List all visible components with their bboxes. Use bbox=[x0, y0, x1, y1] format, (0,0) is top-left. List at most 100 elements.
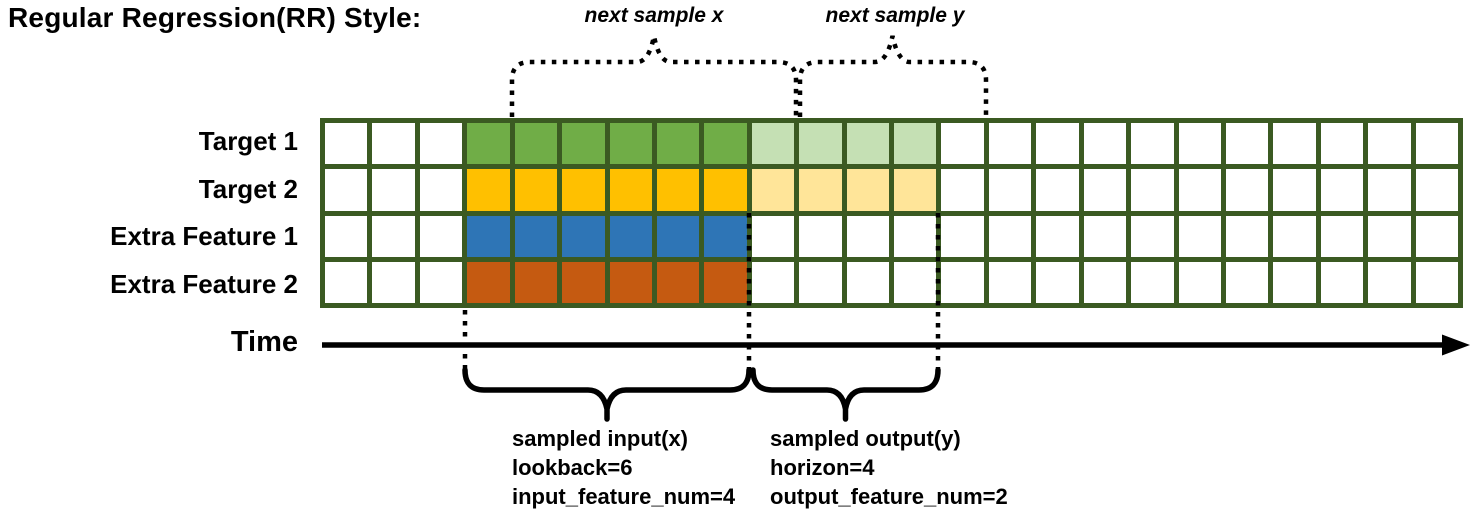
cell-r4-c3 bbox=[419, 261, 463, 303]
cell-r1-c20 bbox=[1225, 123, 1269, 165]
cell-r2-c24 bbox=[1415, 169, 1458, 211]
cell-r3-c3 bbox=[419, 215, 463, 257]
cell-r1-c11 bbox=[799, 123, 842, 165]
sampled-input-brace bbox=[462, 367, 752, 422]
cell-r3-c20 bbox=[1225, 215, 1269, 257]
cell-r2-c16 bbox=[1036, 169, 1079, 211]
cell-r3-c6 bbox=[562, 215, 605, 257]
cell-r3-c13 bbox=[894, 215, 937, 257]
row-labels: Target 1 Target 2 Extra Feature 1 Extra … bbox=[0, 118, 310, 308]
cell-r3-c7 bbox=[609, 215, 652, 257]
cell-r4-c1 bbox=[325, 261, 368, 303]
cell-r1-c17 bbox=[1083, 123, 1127, 165]
row-label-target-1: Target 1 bbox=[198, 126, 298, 157]
cell-r4-c22 bbox=[1320, 261, 1364, 303]
cell-r1-c6 bbox=[562, 123, 605, 165]
cell-r3-c16 bbox=[1036, 215, 1079, 257]
time-axis-label: Time bbox=[230, 326, 298, 358]
cell-r1-c16 bbox=[1036, 123, 1079, 165]
cell-r3-c5 bbox=[514, 215, 558, 257]
output-feature-num-value: output_feature_num=2 bbox=[770, 484, 1008, 509]
cell-r3-c12 bbox=[846, 215, 889, 257]
cell-r2-c13 bbox=[894, 169, 937, 211]
cell-r2-c3 bbox=[419, 169, 463, 211]
cell-r3-c17 bbox=[1083, 215, 1127, 257]
cell-r4-c19 bbox=[1178, 261, 1221, 303]
cell-r2-c9 bbox=[704, 169, 747, 211]
cell-r4-c13 bbox=[894, 261, 937, 303]
cell-r1-c10 bbox=[751, 123, 795, 165]
cell-r2-c12 bbox=[846, 169, 889, 211]
row-label-extra-feature-2: Extra Feature 2 bbox=[110, 268, 298, 299]
cell-r2-c20 bbox=[1225, 169, 1269, 211]
cell-r4-c2 bbox=[372, 261, 415, 303]
diagram-title: Regular Regression(RR) Style: bbox=[8, 2, 422, 33]
cell-r1-c5 bbox=[514, 123, 558, 165]
cell-r4-c11 bbox=[799, 261, 842, 303]
cell-r1-c2 bbox=[372, 123, 415, 165]
cell-r1-c18 bbox=[1131, 123, 1174, 165]
cell-r4-c23 bbox=[1368, 261, 1411, 303]
cell-r1-c3 bbox=[419, 123, 463, 165]
cell-r2-c4 bbox=[467, 169, 510, 211]
cell-r1-c15 bbox=[988, 123, 1032, 165]
cell-r2-c10 bbox=[751, 169, 795, 211]
cell-r3-c9 bbox=[704, 215, 747, 257]
cell-r2-c14 bbox=[941, 169, 984, 211]
cell-r4-c20 bbox=[1225, 261, 1269, 303]
next-sample-y-label: next sample y bbox=[825, 4, 965, 27]
cell-r3-c18 bbox=[1131, 215, 1174, 257]
cell-r2-c6 bbox=[562, 169, 605, 211]
cell-r1-c12 bbox=[846, 123, 889, 165]
cell-r3-c21 bbox=[1273, 215, 1316, 257]
cell-r3-c19 bbox=[1178, 215, 1221, 257]
cell-r4-c24 bbox=[1415, 261, 1458, 303]
cell-r4-c8 bbox=[656, 261, 700, 303]
next-sample-y-brace bbox=[797, 35, 989, 117]
cell-r4-c6 bbox=[562, 261, 605, 303]
cell-r2-c1 bbox=[325, 169, 368, 211]
time-axis-arrowhead bbox=[1442, 334, 1470, 356]
input-feature-num-value: input_feature_num=4 bbox=[512, 484, 736, 509]
sampled-output-brace bbox=[750, 367, 941, 422]
cell-r1-c1 bbox=[325, 123, 368, 165]
next-sample-x-label: next sample x bbox=[584, 4, 724, 27]
cell-r1-c4 bbox=[467, 123, 510, 165]
sampled-input-annotation: sampled input(x) lookback=6 input_featur… bbox=[512, 424, 735, 511]
cell-r4-c5 bbox=[514, 261, 558, 303]
cell-r3-c22 bbox=[1320, 215, 1364, 257]
cell-r3-c1 bbox=[325, 215, 368, 257]
cell-r3-c8 bbox=[656, 215, 700, 257]
lookback-value: lookback=6 bbox=[512, 455, 633, 480]
cell-r4-c12 bbox=[846, 261, 889, 303]
cell-r3-c11 bbox=[799, 215, 842, 257]
row-label-extra-feature-1: Extra Feature 1 bbox=[110, 221, 298, 252]
sample-grid bbox=[320, 118, 1463, 308]
sampled-output-annotation: sampled output(y) horizon=4 output_featu… bbox=[770, 424, 1008, 511]
cell-r4-c18 bbox=[1131, 261, 1174, 303]
horizon-value: horizon=4 bbox=[770, 455, 875, 480]
cell-r1-c9 bbox=[704, 123, 747, 165]
cell-r3-c4 bbox=[467, 215, 510, 257]
cell-r3-c23 bbox=[1368, 215, 1411, 257]
cell-r1-c21 bbox=[1273, 123, 1316, 165]
sampled-input-title: sampled input(x) bbox=[512, 426, 689, 451]
cell-r2-c19 bbox=[1178, 169, 1221, 211]
sampled-output-title: sampled output(y) bbox=[770, 426, 961, 451]
cell-r3-c14 bbox=[941, 215, 984, 257]
cell-r1-c13 bbox=[894, 123, 937, 165]
cell-r2-c22 bbox=[1320, 169, 1364, 211]
cell-r2-c7 bbox=[609, 169, 652, 211]
cell-r4-c17 bbox=[1083, 261, 1127, 303]
cell-r2-c5 bbox=[514, 169, 558, 211]
cell-r1-c14 bbox=[941, 123, 984, 165]
cell-r2-c21 bbox=[1273, 169, 1316, 211]
cell-r4-c21 bbox=[1273, 261, 1316, 303]
cell-r1-c7 bbox=[609, 123, 652, 165]
cell-r4-c14 bbox=[941, 261, 984, 303]
cell-r2-c23 bbox=[1368, 169, 1411, 211]
cell-r2-c11 bbox=[799, 169, 842, 211]
cell-r4-c7 bbox=[609, 261, 652, 303]
cell-r1-c8 bbox=[656, 123, 700, 165]
